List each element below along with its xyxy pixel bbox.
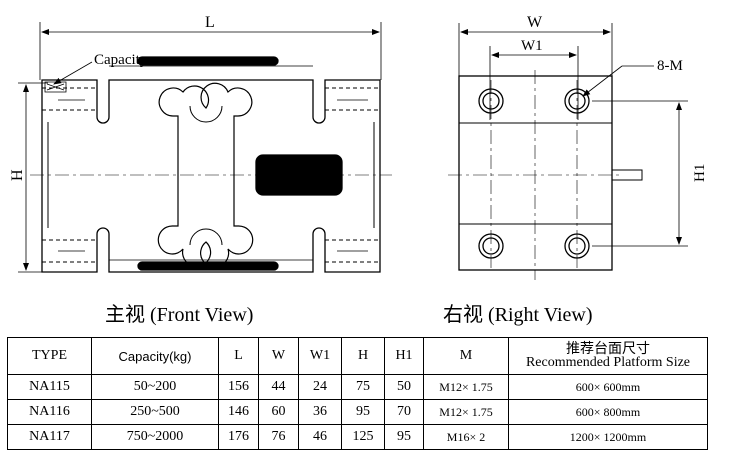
cell-platform: 600× 600mm: [508, 374, 708, 400]
cell-platform: 600× 800mm: [508, 399, 708, 425]
table-row: NA117 750~2000 176 76 46 125 95 M16× 2 1…: [7, 424, 708, 450]
cell-capacity: 750~2000: [91, 424, 219, 450]
cell-type: NA115: [7, 374, 92, 400]
technical-drawing: Capacity L H: [9, 14, 708, 280]
col-platform: 推荐台面尺寸 Recommended Platform Size: [508, 337, 708, 375]
cell-capacity: 50~200: [91, 374, 219, 400]
col-type: TYPE: [7, 337, 92, 375]
front-view-title: 主视 (Front View): [105, 304, 254, 326]
cell-capacity: 250~500: [91, 399, 219, 425]
cell-platform: 1200× 1200mm: [508, 424, 708, 450]
cell-W: 76: [258, 424, 299, 450]
cell-H1: 70: [384, 399, 424, 425]
dim-H1-label: H1: [692, 164, 708, 182]
hole-label: 8-M: [657, 58, 683, 74]
right-view-title: 右视 (Right View): [443, 304, 593, 326]
cell-W1: 24: [298, 374, 342, 400]
col-platform-en: Recommended Platform Size: [525, 355, 691, 370]
cell-M: M12× 1.75: [423, 399, 509, 425]
cell-H: 95: [341, 399, 385, 425]
col-platform-cn: 推荐台面尺寸: [566, 342, 650, 357]
cell-H1: 95: [384, 424, 424, 450]
table-header-row: TYPE Capacity(kg) L W W1 H H1 M 推荐台面尺寸 R…: [7, 337, 708, 375]
table-row: NA115 50~200 156 44 24 75 50 M12× 1.75 6…: [7, 374, 708, 400]
dim-W1-label: W1: [521, 38, 543, 54]
cell-W1: 46: [298, 424, 342, 450]
dim-L-label: L: [205, 14, 215, 31]
cell-M: M16× 2: [423, 424, 509, 450]
cell-W1: 36: [298, 399, 342, 425]
cell-type: NA116: [7, 399, 92, 425]
cell-type: NA117: [7, 424, 92, 450]
col-capacity: Capacity(kg): [91, 337, 219, 375]
dim-H-label: H: [9, 169, 26, 181]
capacity-label: Capacity: [94, 52, 148, 68]
cell-L: 146: [218, 399, 259, 425]
col-W: W: [258, 337, 299, 375]
spec-table: TYPE Capacity(kg) L W W1 H H1 M 推荐台面尺寸 R…: [7, 337, 708, 450]
col-H1: H1: [384, 337, 424, 375]
col-M: M: [423, 337, 509, 375]
front-view: [18, 22, 392, 273]
dim-W-label: W: [527, 14, 543, 31]
cell-L: 176: [218, 424, 259, 450]
cell-H: 125: [341, 424, 385, 450]
cell-H1: 50: [384, 374, 424, 400]
cell-L: 156: [218, 374, 259, 400]
col-W1: W1: [298, 337, 342, 375]
cell-H: 75: [341, 374, 385, 400]
table-row: NA116 250~500 146 60 36 95 70 M12× 1.75 …: [7, 399, 708, 425]
col-L: L: [218, 337, 259, 375]
col-H: H: [341, 337, 385, 375]
right-view: [448, 23, 688, 280]
mounting-holes: [478, 88, 590, 259]
cell-W: 60: [258, 399, 299, 425]
cell-M: M12× 1.75: [423, 374, 509, 400]
cell-W: 44: [258, 374, 299, 400]
